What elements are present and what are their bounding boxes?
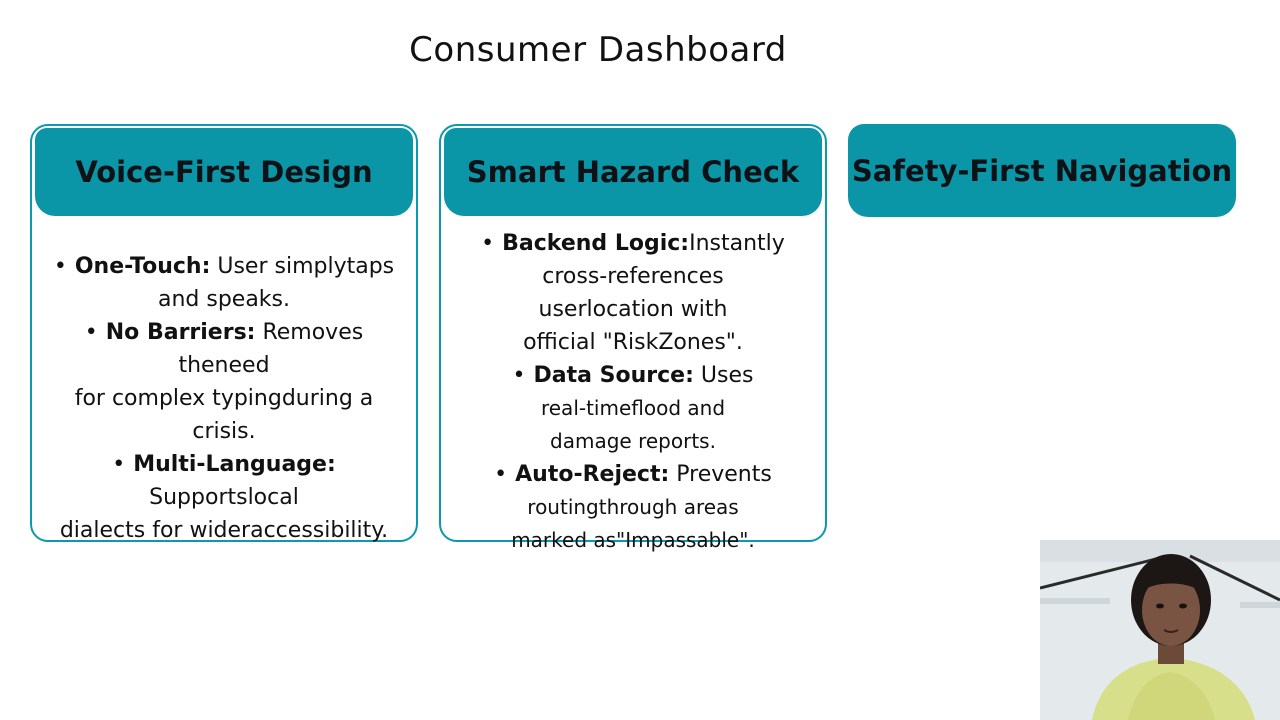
card-body: •One-Touch: User simplytaps and speaks. …	[38, 250, 410, 547]
item-text-cont: crisis.	[192, 419, 256, 444]
item-text: Prevents	[669, 462, 772, 487]
item-label: Multi-Language:	[133, 452, 336, 477]
item-text-cont: real-timeflood and	[540, 396, 726, 420]
card-smart-hazard-check: Smart Hazard Check • Backend Logic:Instan…	[439, 124, 827, 552]
item-text-cont: dialects for wideraccessibility.	[59, 518, 389, 543]
list-item: • Backend Logic:Instantly cross-reference…	[447, 227, 819, 359]
item-text: Uses	[693, 363, 754, 388]
item-text-cont: userlocation with	[538, 297, 728, 322]
item-label: One-Touch:	[74, 254, 211, 279]
item-text-cont: for complex typingduring a	[74, 386, 374, 411]
card-body: • Backend Logic:Instantly cross-reference…	[447, 227, 819, 557]
card-header: Smart Hazard Check	[444, 128, 822, 216]
item-label: No Barriers:	[105, 320, 256, 345]
card-safety-first-navigation: Safety-First Navigation	[848, 124, 1236, 217]
item-text: Removes theneed	[178, 320, 364, 378]
item-text-cont: and speaks.	[157, 287, 291, 312]
item-text-cont: damage reports.	[550, 429, 716, 453]
item-label: Auto-Reject:	[515, 462, 670, 487]
item-text-cont: marked as"Impassable".	[511, 528, 755, 552]
list-item: • Multi-Language: Supportslocal dialects …	[38, 448, 410, 547]
bullet-icon: •	[481, 231, 495, 256]
item-text-cont: routingthrough areas	[527, 495, 739, 519]
presenter-image	[1040, 540, 1280, 720]
bullet-icon: •	[84, 320, 98, 345]
page-title: Consumer Dashboard	[409, 30, 787, 70]
item-text-cont: cross-references	[542, 264, 724, 289]
item-text: User simplytaps	[210, 254, 395, 279]
bullet-icon: •	[494, 462, 508, 487]
item-text: Supportslocal	[149, 485, 299, 510]
list-item: • Data Source: Uses real-timeflood and da…	[447, 359, 819, 458]
bullet-icon: •	[112, 452, 126, 477]
list-item: • One-Touch: User simplytaps and speaks.	[38, 250, 410, 316]
bullet-icon: •	[53, 254, 67, 279]
card-voice-first-design: Voice-First Design • One-Touch: User simp…	[30, 124, 418, 543]
bullet-icon: •	[512, 363, 526, 388]
list-item: • No Barriers: Removes theneed for comple…	[38, 316, 410, 448]
item-label: Backend Logic:	[502, 231, 690, 256]
list-item: • Auto-Reject: Prevents routingthrough ar…	[447, 458, 819, 557]
item-text: Instantly	[689, 231, 785, 256]
presenter-video	[1040, 540, 1280, 720]
card-header: Voice-First Design	[35, 128, 413, 216]
item-label: Data Source:	[533, 363, 694, 388]
item-text-cont: official "RiskZones".	[523, 330, 743, 355]
